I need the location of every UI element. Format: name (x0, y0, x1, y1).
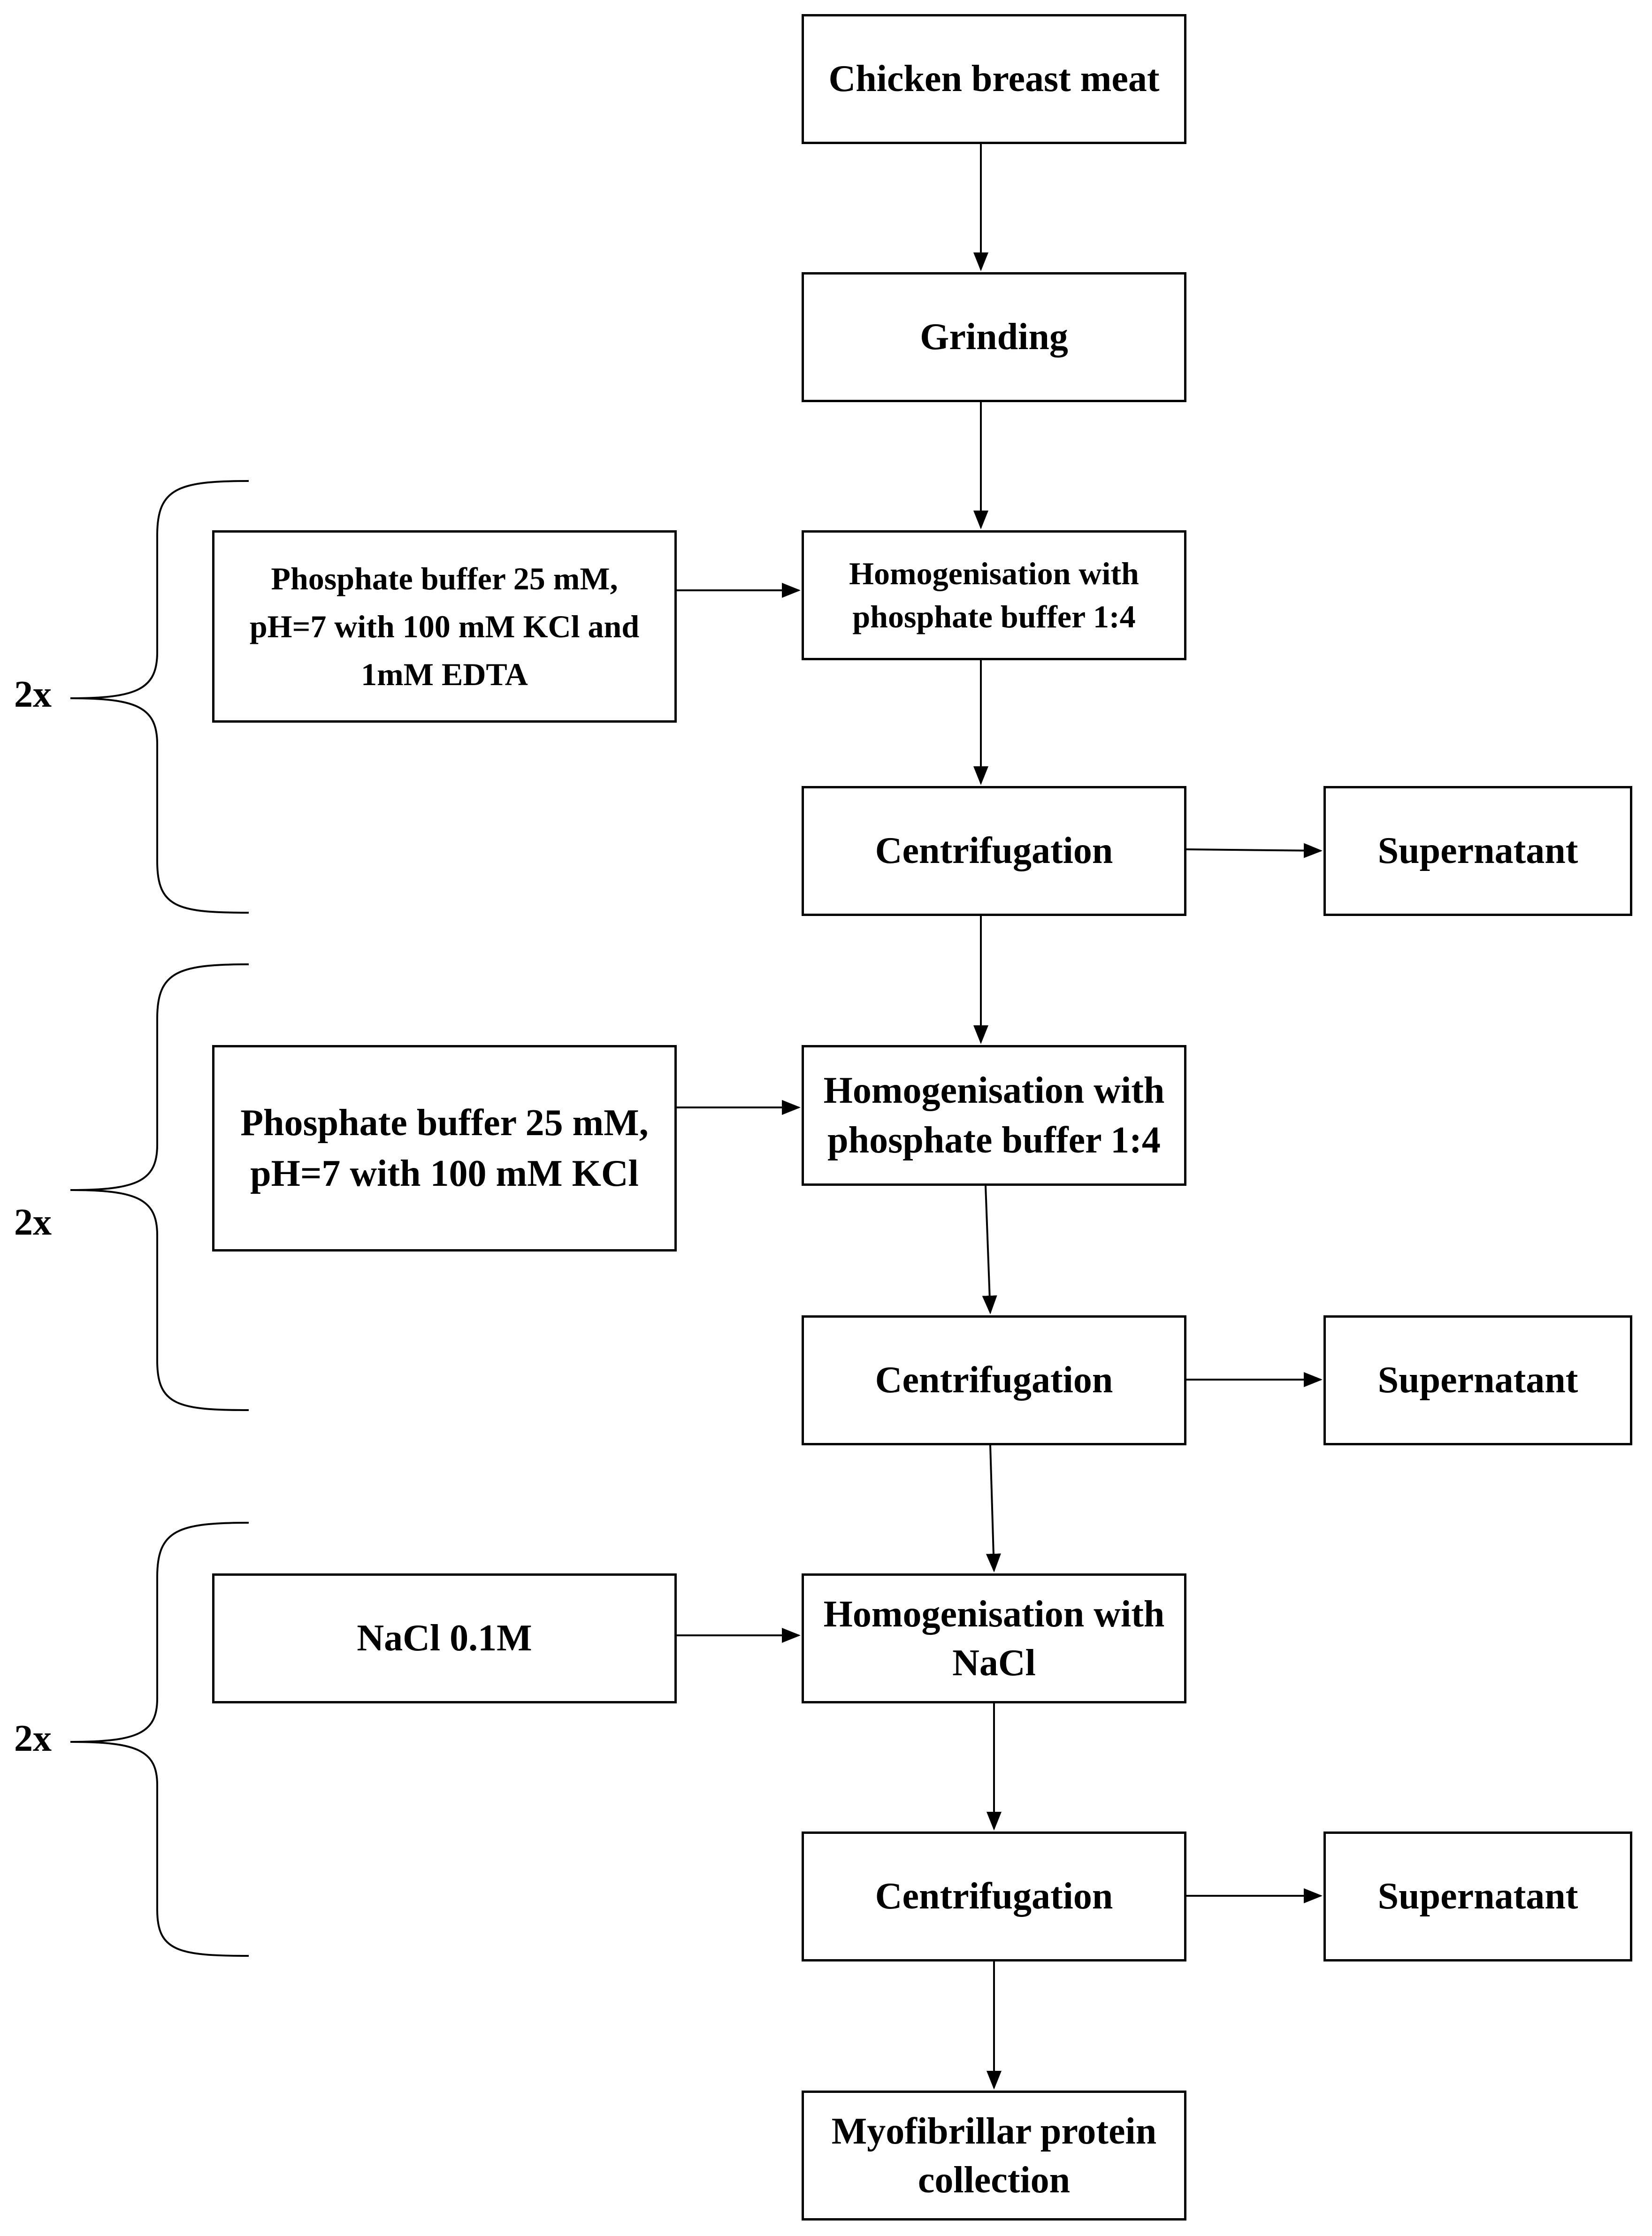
repeat-brace-3 (70, 1522, 249, 1957)
repeat-brace-2 (70, 963, 249, 1411)
repeat-label-2: 2x (14, 1202, 52, 1243)
arrow-centrifugation-2-to-homogenisation-3 (986, 1445, 1001, 1572)
repeat-label-1: 2x (14, 674, 52, 715)
input-nacl: NaCl 0.1M (212, 1573, 677, 1703)
step-centrifugation-2: Centrifugation (802, 1315, 1186, 1445)
input-buffer-1: Phosphate buffer 25 mM, pH=7 with 100 mM… (212, 530, 677, 723)
repeat-label-3: 2x (14, 1718, 52, 1759)
step-myofibrillar-protein-collection: Myofibrillar protein collection (802, 2091, 1186, 2221)
input-buffer-2: Phosphate buffer 25 mM, pH=7 with 100 mM… (212, 1045, 677, 1252)
step-homogenisation-3: Homogenisation with NaCl (802, 1573, 1186, 1703)
output-supernatant-1: Supernatant (1323, 786, 1632, 916)
step-grinding: Grinding (802, 272, 1186, 402)
output-supernatant-2: Supernatant (1323, 1315, 1632, 1445)
step-centrifugation-1: Centrifugation (802, 786, 1186, 916)
step-centrifugation-3: Centrifugation (802, 1832, 1186, 1961)
arrow-centrifugation-1-to-supernatant-1 (1186, 843, 1323, 858)
step-homogenisation-1: Homogenisation with phosphate buffer 1:4 (802, 530, 1186, 660)
arrow-homogenisation-2-to-centrifugation-2 (982, 1185, 997, 1314)
output-supernatant-3: Supernatant (1323, 1832, 1632, 1961)
step-chicken-breast-meat: Chicken breast meat (802, 14, 1186, 144)
repeat-brace-1 (70, 480, 249, 914)
step-homogenisation-2: Homogenisation with phosphate buffer 1:4 (802, 1045, 1186, 1186)
